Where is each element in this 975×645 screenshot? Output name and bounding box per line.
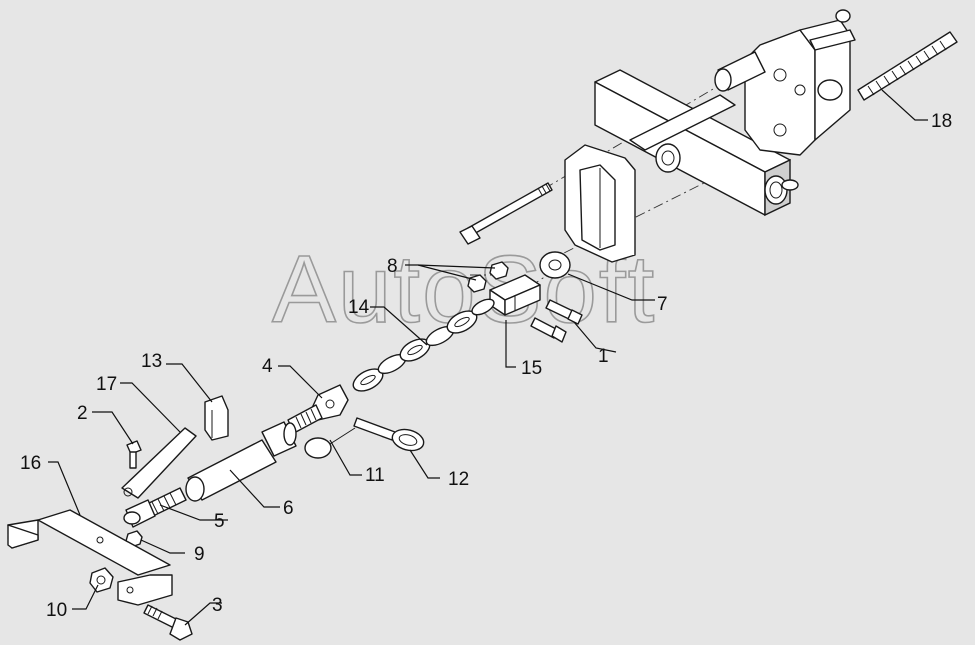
lever-part-17 bbox=[121, 427, 197, 499]
callout-15: 15 bbox=[521, 358, 542, 379]
eye-rod-part-5 bbox=[123, 487, 187, 528]
tow-bar-frame bbox=[594, 9, 856, 217]
mounting-plate bbox=[564, 144, 636, 263]
clevis-part-4 bbox=[287, 384, 349, 434]
callout-12: 12 bbox=[448, 469, 469, 490]
callout-18: 18 bbox=[931, 111, 952, 132]
callout-6: 6 bbox=[283, 498, 294, 519]
callout-17: 17 bbox=[96, 374, 117, 395]
callout-5: 5 bbox=[214, 511, 225, 532]
callout-2: 2 bbox=[77, 403, 88, 424]
callout-11: 11 bbox=[365, 465, 385, 486]
nut-part-10 bbox=[89, 567, 114, 593]
sleeve-part-6 bbox=[185, 421, 297, 502]
pin-part-12 bbox=[353, 417, 425, 452]
callout-4: 4 bbox=[262, 356, 273, 377]
callout-7: 7 bbox=[657, 294, 668, 315]
callout-9: 9 bbox=[194, 544, 205, 565]
clip-part-11 bbox=[304, 427, 356, 459]
leader-lines bbox=[48, 89, 928, 626]
threaded-rod-part-18 bbox=[857, 31, 958, 101]
callout-16: 16 bbox=[20, 453, 41, 474]
base-bracket-part-16 bbox=[7, 509, 173, 606]
callout-3: 3 bbox=[212, 595, 223, 616]
bracket-part-15 bbox=[489, 274, 541, 316]
chain-part-14 bbox=[352, 298, 495, 392]
long-bolt bbox=[459, 182, 553, 245]
bolts-part-1 bbox=[530, 299, 583, 343]
callout-labels: 1 2 3 4 5 6 7 8 9 10 11 12 13 14 15 16 1… bbox=[20, 111, 952, 621]
callout-14: 14 bbox=[348, 297, 370, 318]
bolt-part-2 bbox=[126, 440, 142, 469]
bolt-part-3 bbox=[143, 604, 193, 641]
callout-8: 8 bbox=[387, 256, 398, 277]
clip-part-13 bbox=[204, 395, 229, 441]
washer-part-7 bbox=[539, 251, 571, 279]
callout-10: 10 bbox=[46, 600, 67, 621]
callout-13: 13 bbox=[141, 351, 162, 372]
callout-1: 1 bbox=[598, 346, 609, 367]
